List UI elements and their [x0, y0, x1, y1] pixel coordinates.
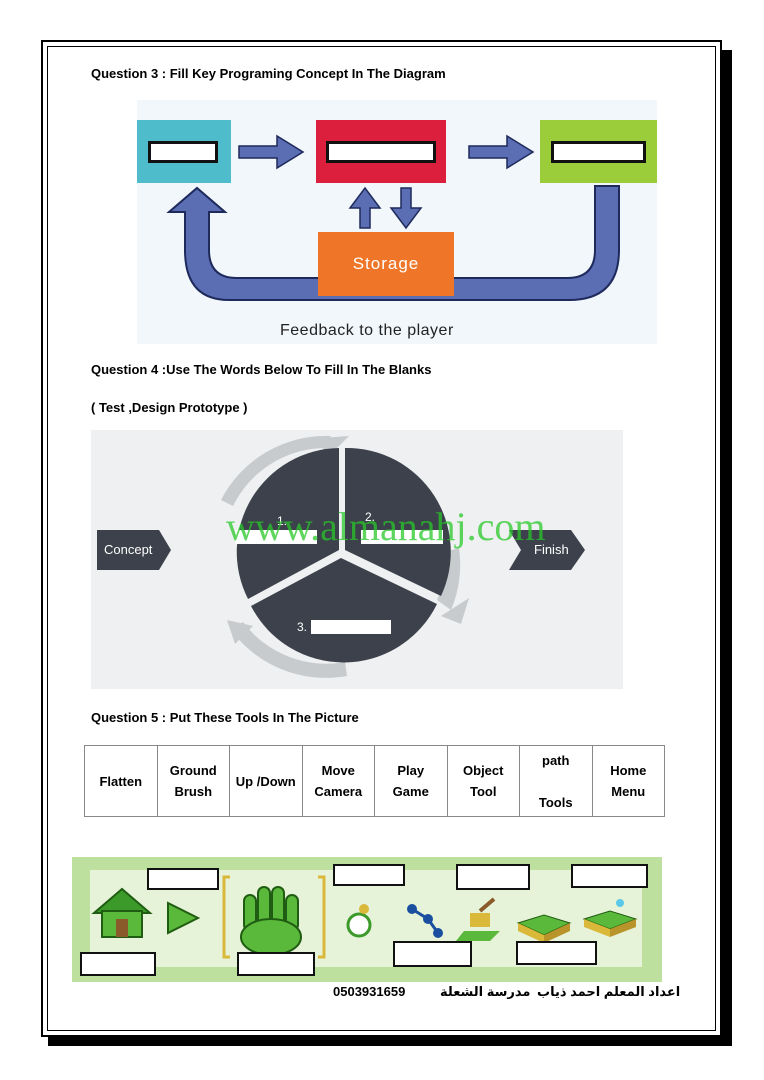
- arrow-right-icon: [238, 134, 305, 170]
- tool-cell: Up /Down: [229, 745, 303, 817]
- cycle-segment-3: [251, 558, 437, 663]
- watermark: www.almanahj.com: [226, 504, 546, 549]
- blank-field[interactable]: [148, 141, 218, 163]
- blank-field[interactable]: [326, 141, 436, 163]
- bracket-left: [222, 875, 230, 959]
- cycle-arc: [437, 548, 461, 610]
- answer-box[interactable]: [456, 864, 530, 890]
- bracket-right: [318, 875, 326, 959]
- arrow-right-icon: [468, 134, 535, 170]
- footer-school: مدرسة الشعلة: [440, 984, 531, 999]
- arrow-down-icon: [389, 187, 423, 230]
- answer-box[interactable]: [237, 952, 315, 976]
- tool-cell: Flatten: [84, 745, 158, 817]
- storage-box: Storage: [318, 232, 454, 296]
- answer-box[interactable]: [571, 864, 648, 888]
- flatten-icon: [582, 899, 638, 937]
- output-box: [540, 120, 657, 183]
- concept-arrow: [97, 530, 171, 570]
- blank-field: [311, 620, 391, 634]
- question-5-title: Question 5 : Put These Tools In The Pict…: [91, 710, 359, 725]
- programming-concept-diagram: Storage Feedback to the player: [137, 100, 657, 344]
- answer-box[interactable]: [516, 941, 597, 965]
- blank-field[interactable]: [551, 141, 646, 163]
- blank-field: [235, 530, 317, 544]
- answer-box[interactable]: [147, 868, 219, 890]
- hand-icon: [240, 886, 302, 956]
- diagram-arrows: [166, 134, 620, 301]
- step-number: 1.: [277, 514, 288, 528]
- path-tool-icon: [407, 904, 443, 938]
- question-4-title: Question 4 :Use The Words Below To Fill …: [91, 362, 432, 377]
- concept-label: Concept: [104, 542, 153, 557]
- up-down-icon: [516, 914, 572, 943]
- answer-box[interactable]: [80, 952, 156, 976]
- design-cycle-diagram: 1. 2. 3. Concept Finish: [91, 430, 623, 689]
- finish-label: Finish: [534, 542, 569, 557]
- cycle-segment-2: [345, 447, 451, 596]
- ground-brush-icon: [456, 897, 500, 941]
- answer-box[interactable]: [333, 864, 405, 886]
- play-icon: [167, 901, 201, 935]
- object-tool-icon: [346, 904, 372, 938]
- footer-phone: 0503931659: [333, 984, 406, 999]
- process-box: [316, 120, 446, 183]
- cycle-arc: [221, 435, 331, 506]
- question-3-title: Question 3 : Fill Key Programing Concept…: [91, 66, 446, 81]
- step-number: 2.: [365, 510, 376, 524]
- question-4-words: ( Test ,Design Prototype ): [91, 400, 248, 415]
- cycle-arc: [231, 622, 347, 678]
- answer-box[interactable]: [393, 941, 472, 967]
- cycle-segment-1: [236, 448, 339, 599]
- home-icon: [91, 887, 153, 938]
- cycle-arrowhead-icon: [227, 620, 253, 644]
- feedback-loop-arrow: [166, 185, 620, 301]
- footer-teacher: اعداد المعلم احمد ذياب: [537, 984, 681, 999]
- game-toolbar: [72, 857, 662, 982]
- step-number: 3.: [297, 620, 308, 634]
- finish-arrow: [509, 530, 585, 570]
- blank-field: [361, 530, 443, 544]
- arrow-up-icon: [348, 186, 382, 229]
- cycle-arrowhead-icon: [441, 598, 469, 624]
- input-box: [137, 120, 231, 183]
- feedback-label: Feedback to the player: [280, 322, 454, 339]
